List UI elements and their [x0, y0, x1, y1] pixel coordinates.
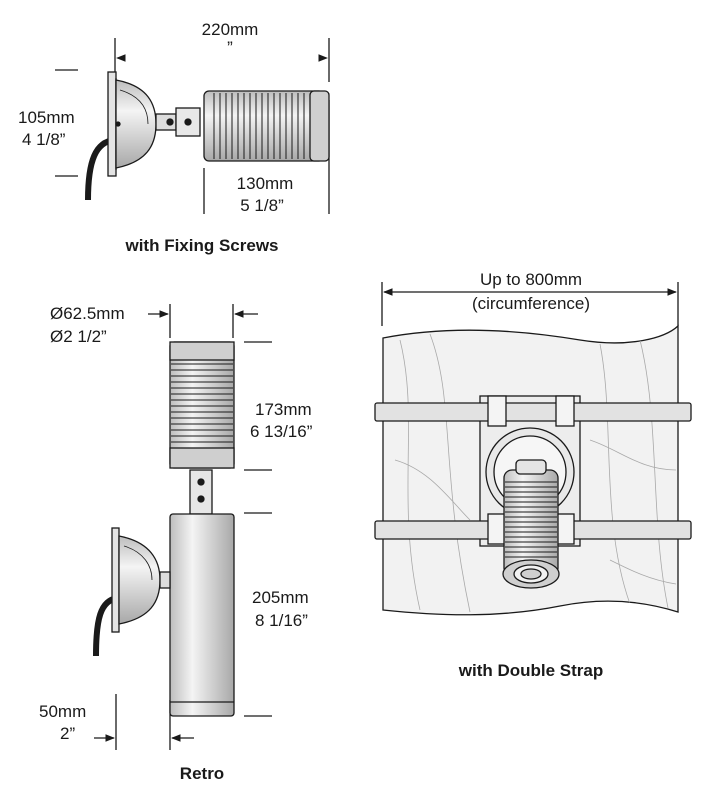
double-strap-view [374, 282, 692, 616]
dim-diameter-metric: Ø62.5mm [50, 304, 125, 323]
dim-circumference-metric: Up to 800mm [479, 270, 583, 289]
dim-220-imperial: ” [227, 38, 233, 57]
dim-diameter-imperial: Ø2 1/2” [50, 327, 107, 346]
dim-50-imperial: 2” [60, 724, 76, 743]
wood-grain-line [429, 333, 471, 613]
dim-130-metric: 130mm [236, 174, 294, 193]
caption-retro: Retro [179, 764, 225, 783]
dim-circumference-label: (circumference) [467, 294, 595, 314]
dim-173-imperial: 6 13/16” [250, 422, 313, 441]
upper-strap [374, 402, 692, 422]
wood-grain-line [394, 459, 471, 521]
wood-grain-line [639, 339, 669, 609]
wood-grain-line [609, 559, 677, 585]
caption-double-strap: with Double Strap [458, 661, 604, 680]
dim-105-imperial: 4 1/8” [22, 130, 66, 149]
fixing-screws-view [55, 38, 330, 214]
caption-fixing-screws: with Fixing Screws [125, 236, 279, 255]
wood-grain-line [399, 339, 421, 611]
dim-173-metric: 173mm [255, 400, 312, 419]
dim-220-metric: 220mm [201, 20, 259, 39]
retro-view [93, 304, 272, 750]
dim-205-imperial: 8 1/16” [255, 611, 308, 630]
dim-205-metric: 205mm [252, 588, 309, 607]
dim-50-metric: 50mm [39, 702, 87, 721]
dim-130-imperial: 5 1/8” [240, 196, 284, 215]
dim-105-metric: 105mm [18, 108, 75, 127]
wood-grain-line [589, 439, 677, 471]
wood-grain-line [599, 343, 631, 605]
